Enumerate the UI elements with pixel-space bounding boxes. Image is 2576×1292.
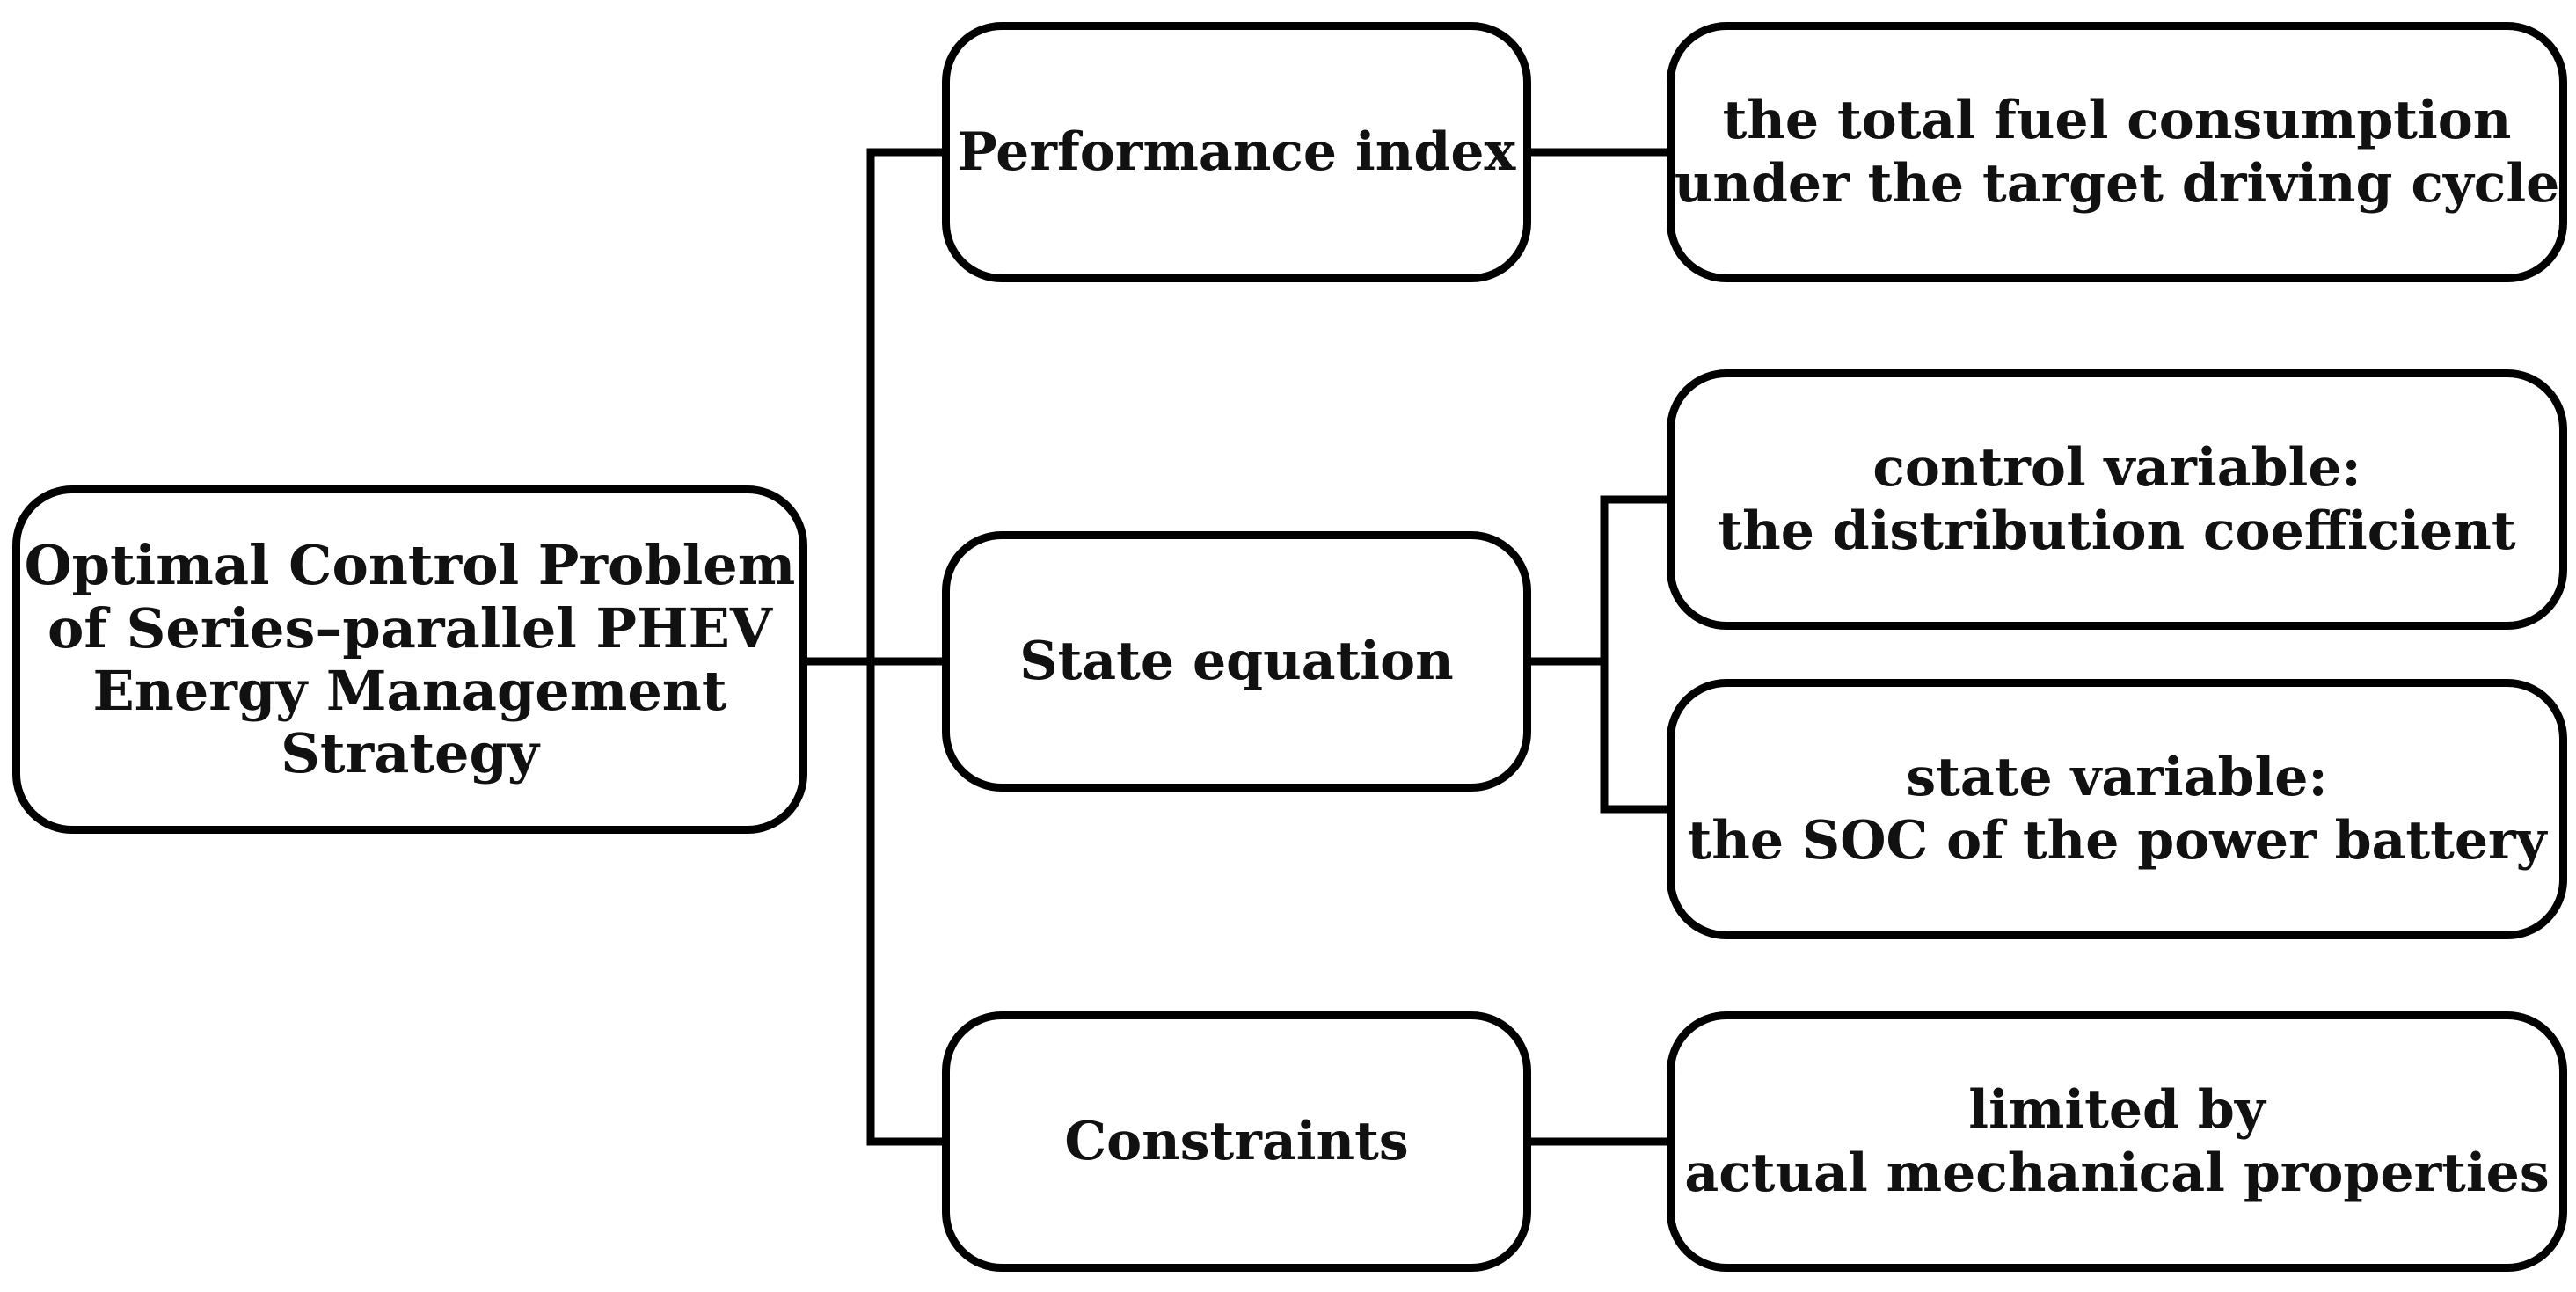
root-line-2: of Series–parallel PHEV: [47, 595, 772, 661]
detail-node-control-variable: control variable: the distribution coeff…: [1667, 369, 2567, 630]
root-node-optimal-control-problem: Optimal Control Problem of Series–parall…: [12, 485, 807, 834]
detail-control-line-1: control variable:: [1872, 437, 2361, 499]
category-label-state-equation: State equation: [1019, 631, 1454, 692]
detail-fuel-line-2: under the target driving cycle: [1674, 153, 2560, 215]
root-line-3: Energy Management: [92, 659, 727, 723]
detail-control-line-2: the distribution coefficient: [1718, 500, 2516, 562]
detail-node-fuel-consumption: the total fuel consumption under the tar…: [1667, 22, 2567, 282]
detail-state-line-2: the SOC of the power battery: [1687, 810, 2547, 872]
category-node-state-equation: State equation: [942, 531, 1531, 792]
root-line-4: Strategy: [281, 721, 539, 786]
detail-state-line-1: state variable:: [1906, 747, 2328, 808]
category-label-performance-index: Performance index: [957, 121, 1516, 183]
detail-node-state-variable: state variable: the SOC of the power bat…: [1667, 679, 2567, 939]
category-node-constraints: Constraints: [942, 1011, 1531, 1272]
detail-limits-line-2: actual mechanical properties: [1684, 1142, 2550, 1204]
category-node-performance-index: Performance index: [942, 22, 1531, 282]
detail-fuel-line-1: the total fuel consumption: [1722, 90, 2512, 151]
category-label-constraints: Constraints: [1064, 1111, 1409, 1172]
root-line-1: Optimal Control Problem: [24, 533, 796, 598]
detail-limits-line-1: limited by: [1968, 1079, 2266, 1141]
detail-node-limited-by: limited by actual mechanical properties: [1667, 1011, 2567, 1272]
